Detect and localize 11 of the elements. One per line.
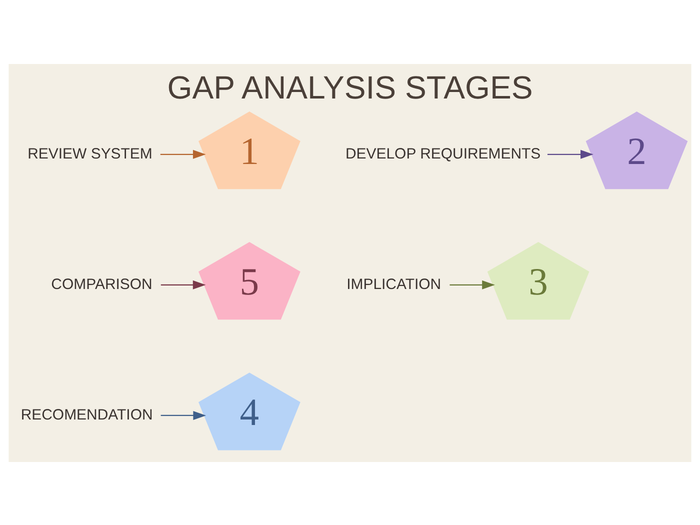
node-text: IMPLICATION: [346, 275, 442, 292]
node-text: RECOMENDATION: [20, 406, 153, 423]
diagram-title: GAP ANALYSIS STAGES: [167, 68, 533, 105]
node-text: DEVELOP REQUIREMENTS: [345, 144, 541, 162]
node-text: REVIEW SYSTEM: [28, 144, 152, 162]
arrow: [160, 280, 206, 289]
arrow: [160, 149, 206, 158]
arrow: [547, 149, 594, 158]
arrow: [450, 280, 495, 289]
node-text: COMPARISON: [51, 275, 152, 292]
arrow: [160, 410, 206, 420]
